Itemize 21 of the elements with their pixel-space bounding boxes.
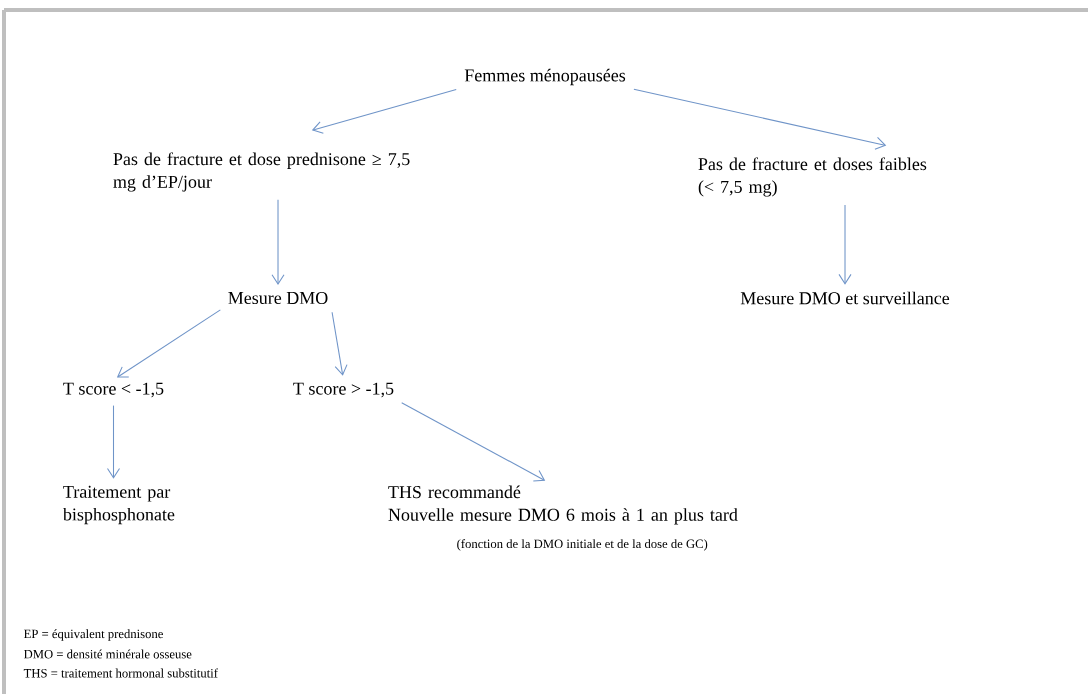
arrow <box>116 309 221 378</box>
flow-text: T score > -1,5 <box>293 382 394 398</box>
definition-text: EP = équivalent prednisone <box>23 629 163 641</box>
definition-text: DMO = densité minérale osseuse <box>23 649 192 659</box>
flow-text: Pas de fracture et dose prednisone ≥ 7,5 mg d’EP/jour <box>113 152 410 192</box>
flow-text: T score < -1,5 <box>63 382 164 398</box>
flow-text: Femmes ménopausées <box>464 68 626 86</box>
flow-text: THS recommandé Nouvelle mesure DMO 6 mois à 1 an plus tard <box>388 485 738 525</box>
arrow <box>633 88 887 150</box>
arrow <box>331 311 348 376</box>
flow-text: Pas de fracture et doses faibles (< 7,5 mg) <box>698 157 927 197</box>
arrow <box>401 402 546 482</box>
flow-text: Mesure DMO <box>228 291 328 305</box>
arrow <box>311 89 457 134</box>
note-text: (fonction de la DMO initiale et de la dose de GC) <box>457 539 708 551</box>
definition-text: THS = traitement hormonal substitutif <box>23 668 218 678</box>
flow-text: Mesure DMO et surveillance <box>740 291 950 305</box>
arrow <box>838 204 852 285</box>
flow-text: Traitement par bisphosphonate <box>62 485 175 525</box>
arrow <box>106 405 121 479</box>
arrow <box>271 199 285 285</box>
